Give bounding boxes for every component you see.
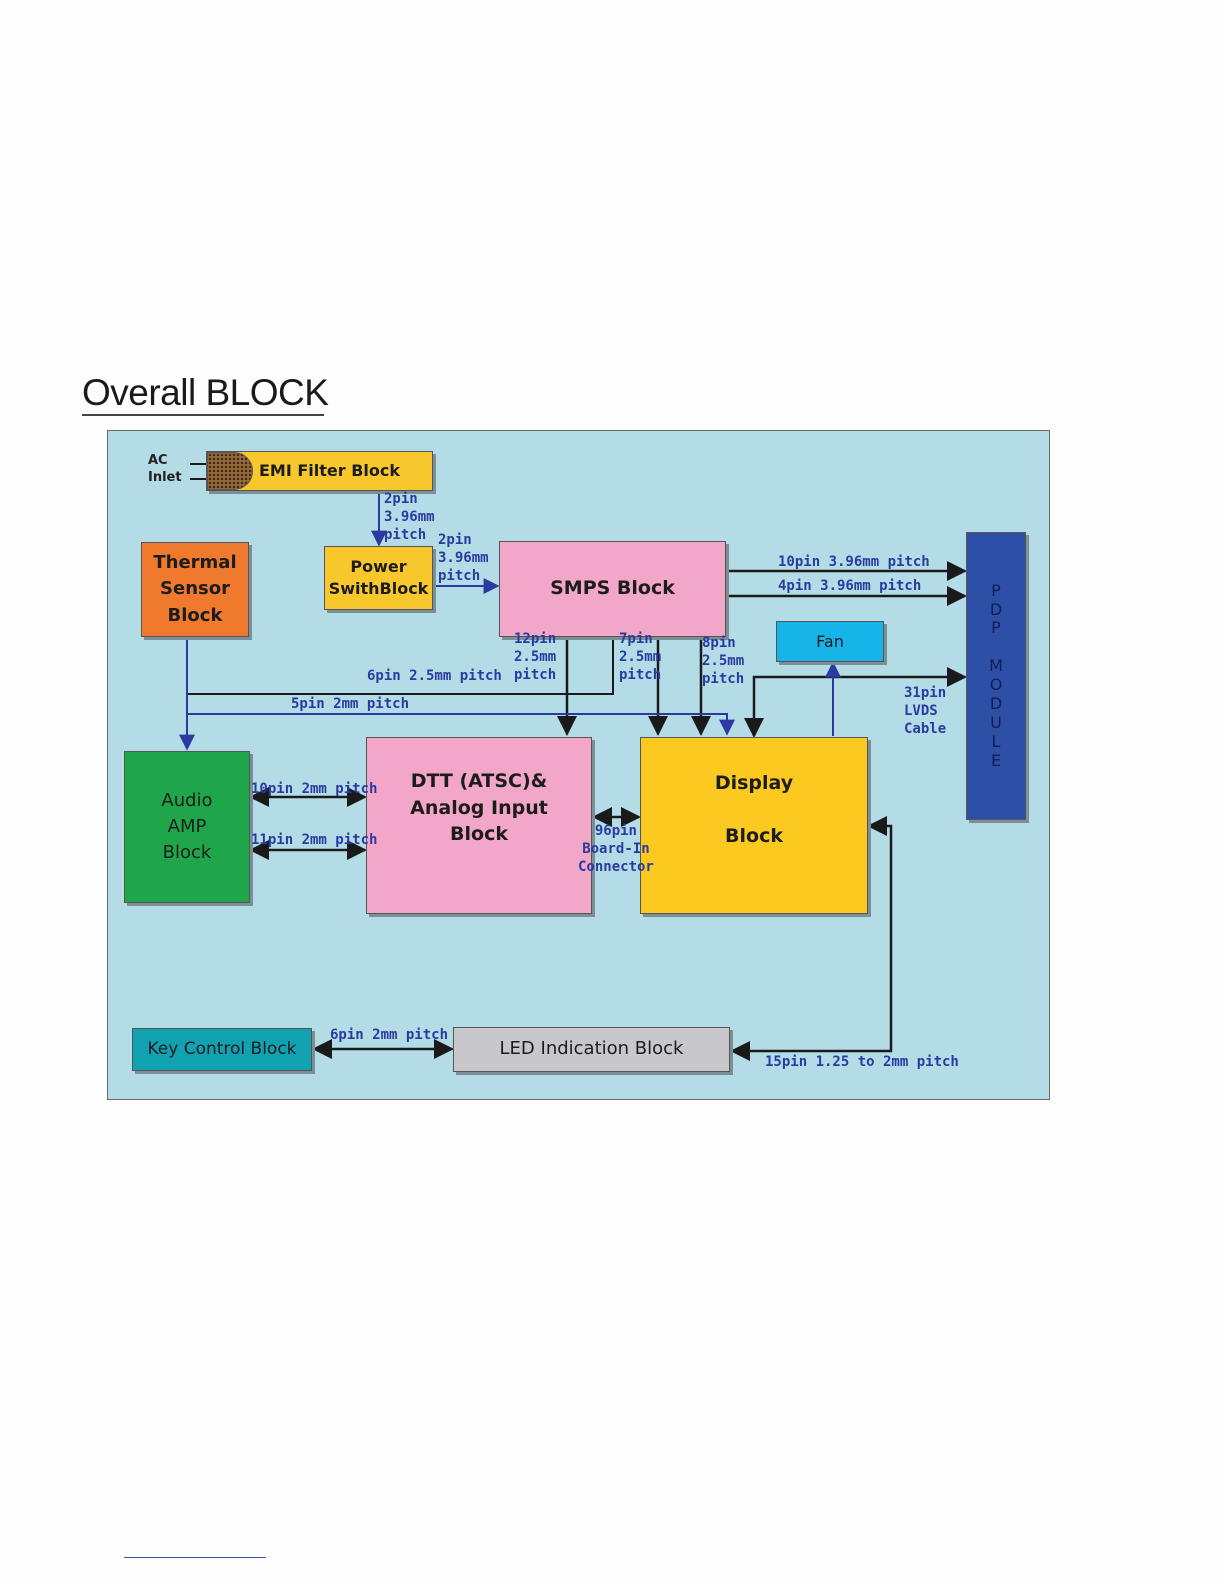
display-block: Display Block [640, 737, 868, 914]
footer-rule [124, 1557, 266, 1558]
display-label: Display Block [714, 772, 794, 848]
connection-wires [179, 463, 967, 1061]
emi-to-power-label: 2pin 3.96mm pitch [384, 491, 435, 544]
wire-lvds [744, 667, 967, 738]
title-underline [82, 414, 324, 416]
smps-6pin-label: 6pin 2.5mm pitch [367, 668, 502, 684]
thermal-5pin-label: 5pin 2mm pitch [291, 696, 410, 712]
dtt-analog-label: DTT (ATSC)& Analog Input Block [410, 770, 548, 846]
power-switch-label: Power SwithBlock [328, 557, 429, 598]
block-diagram: EMI Filter Block Power SwithBlock Therma… [107, 430, 1050, 1100]
audio-10pin-label: 10pin 2mm pitch [251, 781, 378, 797]
wire-led-to-display [730, 816, 893, 1061]
smps-12pin-label: 12pin 2.5mm pitch [514, 631, 557, 684]
page-title: Overall BLOCK [82, 372, 329, 413]
dtt-analog-input-block: DTT (ATSC)& Analog Input Block [366, 737, 592, 914]
lvds-cable-label: 31pin LVDS Cable [904, 685, 947, 738]
pdp-module-block: P D P M O D U L E [966, 532, 1026, 820]
smps-block: SMPS Block [499, 541, 726, 637]
smps-8pin-label: 8pin 2.5mm pitch [702, 635, 745, 688]
audio-amp-block: Audio AMP Block [124, 751, 250, 903]
fan-block: Fan [776, 621, 884, 662]
ac-inlet-label: AC Inlet [148, 453, 182, 485]
smps-label: SMPS Block [550, 577, 675, 600]
pdp-module-label: P D P M O D U L E [989, 580, 1003, 770]
audio-amp-label: Audio AMP Block [161, 789, 213, 864]
smps-to-pdp-1-label: 10pin 3.96mm pitch [778, 554, 930, 570]
smps-7pin-label: 7pin 2.5mm pitch [619, 631, 662, 684]
led-indication-block: LED Indication Block [453, 1027, 730, 1072]
smps-to-pdp-2-label: 4pin 3.96mm pitch [778, 578, 922, 594]
ac-inlet-plug-icon [207, 452, 253, 490]
thermal-sensor-label: Thermal Sensor Block [153, 552, 237, 626]
led-display-15pin-label: 15pin 1.25 to 2mm pitch [765, 1054, 959, 1070]
fan-label: Fan [816, 631, 844, 651]
emi-filter-label: EMI Filter Block [259, 461, 401, 481]
audio-11pin-label: 11pin 2mm pitch [251, 832, 378, 848]
power-switch-block: Power SwithBlock [324, 546, 433, 610]
wire-thermal-5pin [187, 713, 735, 736]
key-led-6pin-label: 6pin 2mm pitch [330, 1027, 449, 1043]
key-control-block: Key Control Block [132, 1028, 312, 1071]
key-control-label: Key Control Block [147, 1039, 297, 1060]
thermal-sensor-block: Thermal Sensor Block [141, 542, 249, 637]
power-to-smps-label: 2pin 3.96mm pitch [438, 532, 489, 585]
board-in-label: 96pin Board-In Connector [578, 823, 654, 876]
wire-smps-6pin [187, 629, 614, 695]
led-indication-label: LED Indication Block [499, 1038, 684, 1060]
